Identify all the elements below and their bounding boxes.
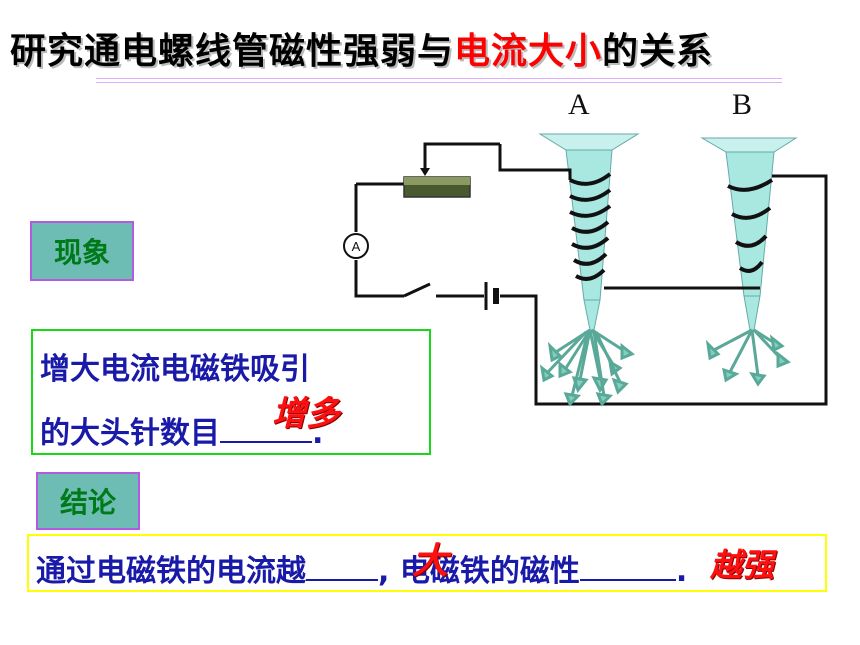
conclusion-text2: , 电磁铁的磁性 (378, 554, 580, 589)
switch (403, 282, 431, 298)
label-b: B (732, 88, 753, 121)
title-highlight: 电流大小 (454, 31, 603, 72)
label-a: A (568, 88, 590, 121)
coil-b (727, 178, 774, 273)
phenomenon-line1: 增大电流电磁铁吸引 (40, 352, 310, 387)
circuit-wires (354, 142, 828, 406)
conclusion-blank1 (306, 551, 378, 581)
phenomenon-tag: 现象 (30, 221, 134, 281)
phenomenon-line2-text: 的大头针数目 (40, 416, 220, 451)
coil-a (569, 172, 612, 281)
pins-b (705, 328, 791, 387)
ammeter-label: A (352, 239, 361, 254)
phenomenon-line2: 的大头针数目. (40, 408, 323, 452)
electromagnet-a (538, 133, 640, 331)
phenomenon-blank (220, 413, 312, 443)
pins-a (539, 328, 635, 407)
phenomenon-box (31, 329, 431, 455)
page-title: 研究通电螺线管磁性强弱与电流大小的关系 (10, 22, 850, 74)
title-underline (96, 78, 782, 83)
conclusion-box (27, 534, 827, 592)
conclusion-end: . (675, 554, 688, 589)
battery (484, 282, 499, 310)
phenomenon-answer: 增多 (272, 394, 340, 434)
conclusion-answer2: 越强 (710, 546, 775, 584)
conclusion-line: 通过电磁铁的电流越 , 电磁铁的磁性. (36, 546, 687, 590)
conclusion-text1: 通过电磁铁的电流越 (36, 554, 306, 589)
conclusion-answer1: 大 (412, 540, 449, 582)
conclusion-tag: 结论 (36, 472, 140, 530)
title-part1: 研究通电螺线管磁性强弱与 (10, 31, 455, 72)
conclusion-blank2 (579, 551, 676, 581)
phenomenon-end: . (312, 416, 324, 451)
title-part2: 的关系 (602, 31, 714, 72)
electromagnet-b (700, 137, 798, 331)
rheostat (403, 168, 471, 198)
ammeter (343, 233, 369, 259)
